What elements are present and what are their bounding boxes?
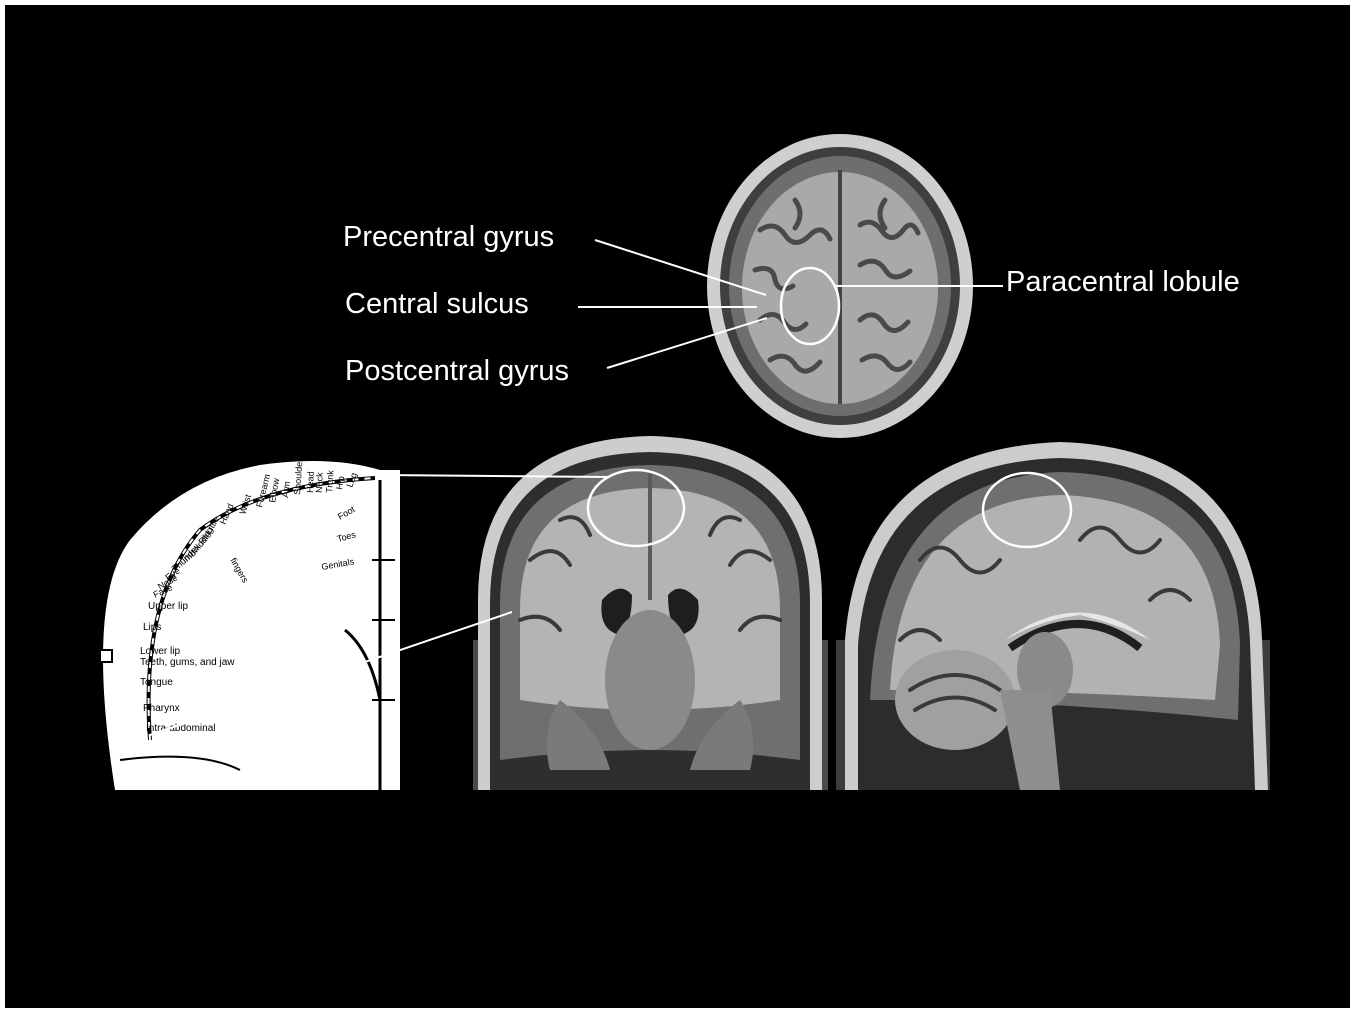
homunculus-label-teeth-gums-jaw: Teeth, gums, and jaw <box>140 657 235 668</box>
sensory-homunculus-diagram: Little Ring Middle Index Thumb Eye Nose … <box>100 458 400 790</box>
homunculus-label-neck: Neck <box>314 472 325 493</box>
homunculus-label-pharynx: Pharynx <box>143 703 180 714</box>
label-central-sulcus: Central sulcus <box>345 288 529 320</box>
homunculus-label-arm: Arm <box>280 481 292 499</box>
sagittal-mri-slice <box>836 442 1270 790</box>
homunculus-label-upper-lip: Upper lip <box>148 601 188 612</box>
label-paracentral-lobule: Paracentral lobule <box>1006 266 1240 298</box>
label-postcentral-gyrus: Postcentral gyrus <box>345 355 569 387</box>
label-precentral-gyrus: Precentral gyrus <box>343 221 554 253</box>
homunculus-label-tongue: Tongue <box>140 677 173 688</box>
homunculus-label-lower-lip: Lower lip <box>140 646 180 657</box>
homunculus-label-lips: Lips <box>143 622 161 633</box>
coronal-mri-slice <box>473 436 828 790</box>
homunculus-label-trunk: Trunk <box>324 469 336 493</box>
